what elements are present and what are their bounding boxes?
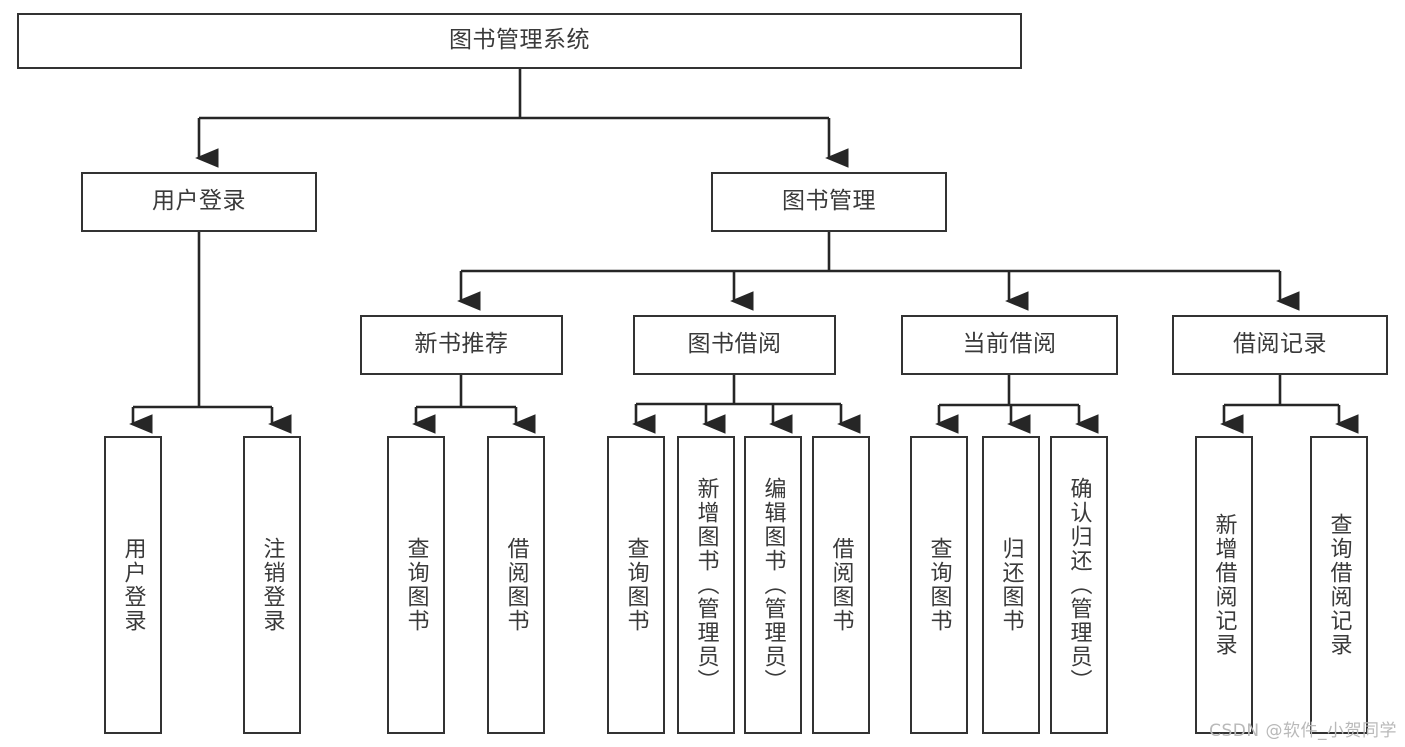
- node-root-label: 图书管理系统: [449, 27, 590, 54]
- node-leaf-borrow-book-rec[interactable]: 借阅图书: [487, 436, 545, 734]
- node-leaf-return-book-label: 归还图书: [998, 537, 1024, 633]
- node-leaf-confirm-return-admin-label: 确认归还（管理员）: [1066, 477, 1092, 693]
- node-leaf-edit-book-admin[interactable]: 编辑图书（管理员）: [744, 436, 802, 734]
- node-leaf-confirm-return-admin[interactable]: 确认归还（管理员）: [1050, 436, 1108, 734]
- node-leaf-query-book-borrow[interactable]: 查询图书: [607, 436, 665, 734]
- node-leaf-query-borrow-record-label: 查询借阅记录: [1326, 513, 1352, 657]
- node-leaf-add-borrow-record-label: 新增借阅记录: [1211, 513, 1237, 657]
- node-leaf-borrow-book-label: 借阅图书: [828, 537, 854, 633]
- node-root[interactable]: 图书管理系统: [17, 13, 1022, 69]
- node-leaf-user-login[interactable]: 用户登录: [104, 436, 162, 734]
- node-leaf-user-logout[interactable]: 注销登录: [243, 436, 301, 734]
- node-leaf-query-borrow-record[interactable]: 查询借阅记录: [1310, 436, 1368, 734]
- node-leaf-add-book-admin-label: 新增图书（管理员）: [693, 477, 719, 693]
- node-leaf-user-logout-label: 注销登录: [259, 537, 285, 633]
- node-leaf-return-book[interactable]: 归还图书: [982, 436, 1040, 734]
- node-current-borrow-label: 当前借阅: [962, 331, 1057, 358]
- node-new-book-recommend[interactable]: 新书推荐: [360, 315, 563, 375]
- node-leaf-query-book-borrow-label: 查询图书: [623, 537, 649, 633]
- node-borrow-record-label: 借阅记录: [1233, 331, 1327, 358]
- node-user-login-label: 用户登录: [152, 188, 246, 215]
- node-book-manage[interactable]: 图书管理: [711, 172, 947, 232]
- node-leaf-query-book-cur-label: 查询图书: [926, 537, 952, 633]
- node-leaf-edit-book-admin-label: 编辑图书（管理员）: [760, 477, 786, 693]
- node-leaf-query-book-rec[interactable]: 查询图书: [387, 436, 445, 734]
- node-leaf-borrow-book-rec-label: 借阅图书: [503, 537, 529, 633]
- node-leaf-query-book-rec-label: 查询图书: [403, 537, 429, 633]
- node-book-borrow[interactable]: 图书借阅: [633, 315, 836, 375]
- node-new-book-recommend-label: 新书推荐: [414, 331, 509, 358]
- node-book-borrow-label: 图书借阅: [687, 331, 782, 358]
- node-leaf-user-login-label: 用户登录: [120, 537, 146, 633]
- node-leaf-add-borrow-record[interactable]: 新增借阅记录: [1195, 436, 1253, 734]
- node-borrow-record[interactable]: 借阅记录: [1172, 315, 1388, 375]
- node-leaf-borrow-book[interactable]: 借阅图书: [812, 436, 870, 734]
- node-leaf-add-book-admin[interactable]: 新增图书（管理员）: [677, 436, 735, 734]
- csdn-watermark: CSDN @软件_小贺同学: [1209, 721, 1397, 741]
- node-book-manage-label: 图书管理: [782, 188, 876, 215]
- node-leaf-query-book-cur[interactable]: 查询图书: [910, 436, 968, 734]
- node-current-borrow[interactable]: 当前借阅: [901, 315, 1118, 375]
- node-user-login[interactable]: 用户登录: [81, 172, 317, 232]
